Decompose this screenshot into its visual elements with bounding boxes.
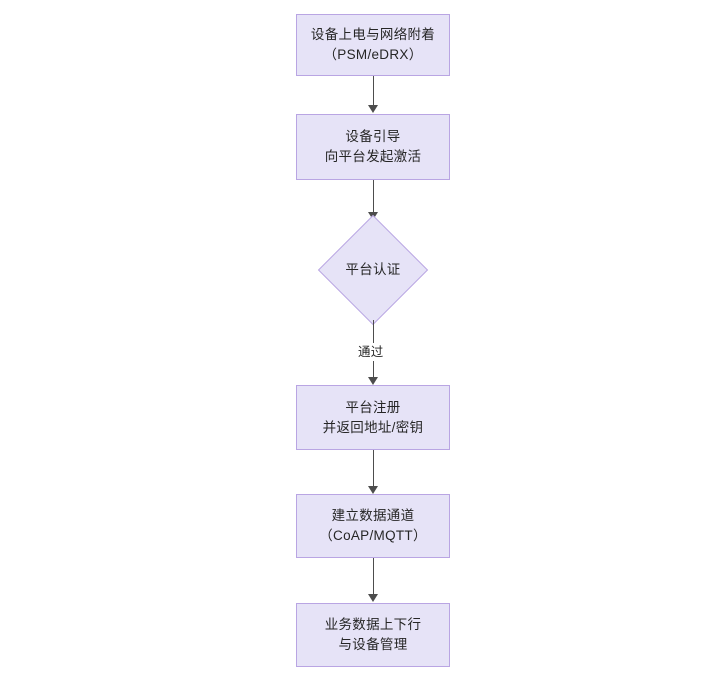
flow-edge-label-pass: 通过 <box>355 343 387 361</box>
node-label-line1: 设备上电与网络附着 <box>310 27 436 42</box>
node-label-line2: 与设备管理 <box>338 637 408 652</box>
flow-edge-n4-n5-arrow <box>368 486 378 494</box>
node-label-line2: （PSM/eDRX） <box>323 47 423 62</box>
node-label-line2: 向平台发起激活 <box>324 149 422 164</box>
flow-edge-n5-n6-arrow <box>368 594 378 602</box>
flow-edge-n1-n2-arrow <box>368 105 378 113</box>
flow-node-business-data[interactable]: 业务数据上下行 与设备管理 <box>296 603 450 667</box>
node-label-line1: 建立数据通道 <box>331 508 415 523</box>
flow-node-power-on[interactable]: 设备上电与网络附着 （PSM/eDRX） <box>296 14 450 76</box>
flow-edge-n4-n5-line <box>372 450 374 486</box>
flow-node-platform-register[interactable]: 平台注册 并返回地址/密钥 <box>296 385 450 450</box>
node-label-line1: 平台认证 <box>345 262 401 277</box>
flow-edge-n5-n6-line <box>372 558 374 595</box>
node-label-line1: 设备引导 <box>345 129 401 144</box>
flow-edge-n2-n3-line <box>372 180 374 213</box>
node-label-line2: 并返回地址/密钥 <box>322 419 424 435</box>
flow-edge-n3-n4-arrow <box>368 377 378 385</box>
node-label-line2: （CoAP/MQTT） <box>319 528 427 543</box>
flow-edge-n1-n2-line <box>372 76 374 106</box>
flow-node-data-channel[interactable]: 建立数据通道 （CoAP/MQTT） <box>296 494 450 558</box>
flow-node-platform-auth[interactable]: 平台认证 <box>317 214 429 326</box>
flow-node-device-bootstrap[interactable]: 设备引导 向平台发起激活 <box>296 114 450 180</box>
node-label-line1: 平台注册 <box>345 399 401 415</box>
node-label-line1: 业务数据上下行 <box>324 617 422 632</box>
